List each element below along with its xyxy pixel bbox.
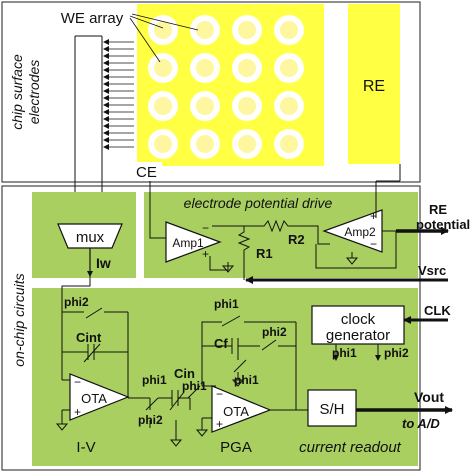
sh-block bbox=[307, 389, 357, 427]
r1-resistor bbox=[237, 226, 251, 258]
phi2-cin-label: phi2 bbox=[138, 413, 163, 427]
amp2-input-wire bbox=[300, 225, 330, 245]
ota1-label: OTA bbox=[81, 391, 107, 406]
amp1-label: Amp1 bbox=[172, 236, 204, 250]
clock-phi2-label: phi2 bbox=[384, 346, 409, 360]
phi2-pga-label: phi2 bbox=[262, 325, 287, 339]
amp1-minus: − bbox=[202, 221, 209, 235]
ground-symbol-pga bbox=[195, 379, 245, 437]
ground-symbol-iv bbox=[55, 423, 69, 431]
we-array-label-box bbox=[52, 5, 132, 29]
cin-wiring bbox=[128, 385, 216, 440]
re-potential-label-2: potential bbox=[416, 217, 470, 232]
clock-label-2: generator bbox=[326, 327, 390, 344]
to-ad-label: to A/D bbox=[402, 416, 440, 431]
cin-label: Cin bbox=[174, 366, 195, 381]
electrode-bus bbox=[74, 35, 103, 200]
on-chip-label: on-chip circuits bbox=[11, 273, 27, 366]
ota2-label: OTA bbox=[223, 404, 249, 419]
ota1-minus: − bbox=[74, 375, 81, 389]
phi1-cin2-label: phi1 bbox=[182, 379, 207, 393]
r2-label: R2 bbox=[288, 232, 305, 247]
clock-label-1: clock bbox=[341, 311, 376, 328]
electrode-pad bbox=[238, 135, 256, 153]
re-potential-label-1: RE bbox=[429, 202, 447, 217]
ce-label-box bbox=[134, 162, 162, 180]
amp1-block bbox=[165, 221, 222, 263]
ota1-plus: + bbox=[74, 405, 81, 419]
re-panel bbox=[348, 4, 400, 164]
amp2-plus: + bbox=[370, 209, 377, 223]
electrode-pad bbox=[154, 97, 172, 115]
pga-label: PGA bbox=[220, 439, 252, 456]
electrode-pad bbox=[154, 135, 172, 153]
phi2-iv-label: phi2 bbox=[64, 295, 89, 309]
mux-label: mux bbox=[76, 229, 105, 246]
potential-drive-label: electrode potential drive bbox=[184, 195, 333, 211]
electrode-pad bbox=[154, 21, 172, 39]
amp1-plus: + bbox=[202, 247, 209, 261]
phi1-cin-label: phi1 bbox=[142, 373, 167, 387]
chip-surface-label-1: chip surfaceelectrodes bbox=[9, 54, 42, 130]
amp2-minus: − bbox=[370, 237, 377, 251]
phi1-pga-label: phi1 bbox=[214, 297, 239, 311]
electrode-pad bbox=[238, 59, 256, 77]
vout-label: Vout bbox=[414, 389, 444, 405]
iw-label: Iw bbox=[96, 255, 111, 271]
we-array-label: WE array bbox=[61, 10, 124, 27]
clock-generator-block bbox=[311, 305, 405, 345]
ota2-block bbox=[211, 385, 272, 433]
ota1-block bbox=[69, 373, 130, 421]
ce-label: CE bbox=[136, 164, 157, 181]
re-label: RE bbox=[363, 78, 385, 95]
sh-label: S/H bbox=[319, 401, 344, 418]
electrode-grid bbox=[148, 15, 304, 159]
amp2-label: Amp2 bbox=[344, 225, 376, 239]
r2-resistor bbox=[244, 219, 300, 233]
electrode-pad bbox=[280, 59, 298, 77]
electrode-pad bbox=[196, 135, 214, 153]
we-pointer-lines bbox=[129, 13, 199, 63]
mux-block bbox=[57, 223, 123, 249]
electrode-pad bbox=[196, 97, 214, 115]
ground-symbol-cin bbox=[169, 439, 183, 447]
cf-label: Cf bbox=[214, 336, 228, 351]
electrode-pad bbox=[280, 21, 298, 39]
amp2-output-loop bbox=[315, 230, 397, 269]
iv-label: I-V bbox=[76, 439, 95, 456]
pga-wiring bbox=[201, 315, 308, 430]
electrode-pad bbox=[196, 59, 214, 77]
r1-label: R1 bbox=[256, 246, 273, 261]
electrode-pad bbox=[238, 97, 256, 115]
electrode-pad bbox=[154, 59, 172, 77]
ce-wire bbox=[149, 181, 168, 239]
clk-label: CLK bbox=[424, 303, 451, 318]
current-readout-label: current readout bbox=[299, 439, 402, 456]
clock-phi1-label: phi1 bbox=[332, 346, 357, 360]
cint-label: Cint bbox=[76, 330, 102, 345]
electrode-pad bbox=[196, 21, 214, 39]
electrode-pad bbox=[238, 21, 256, 39]
ground-symbol bbox=[221, 252, 359, 273]
electrode-pad bbox=[280, 135, 298, 153]
ota2-plus: + bbox=[216, 417, 223, 431]
electrode-pad bbox=[280, 97, 298, 115]
ota2-minus: − bbox=[216, 387, 223, 401]
iv-wiring bbox=[61, 307, 129, 424]
vsrc-label: Vsrc bbox=[418, 263, 446, 278]
